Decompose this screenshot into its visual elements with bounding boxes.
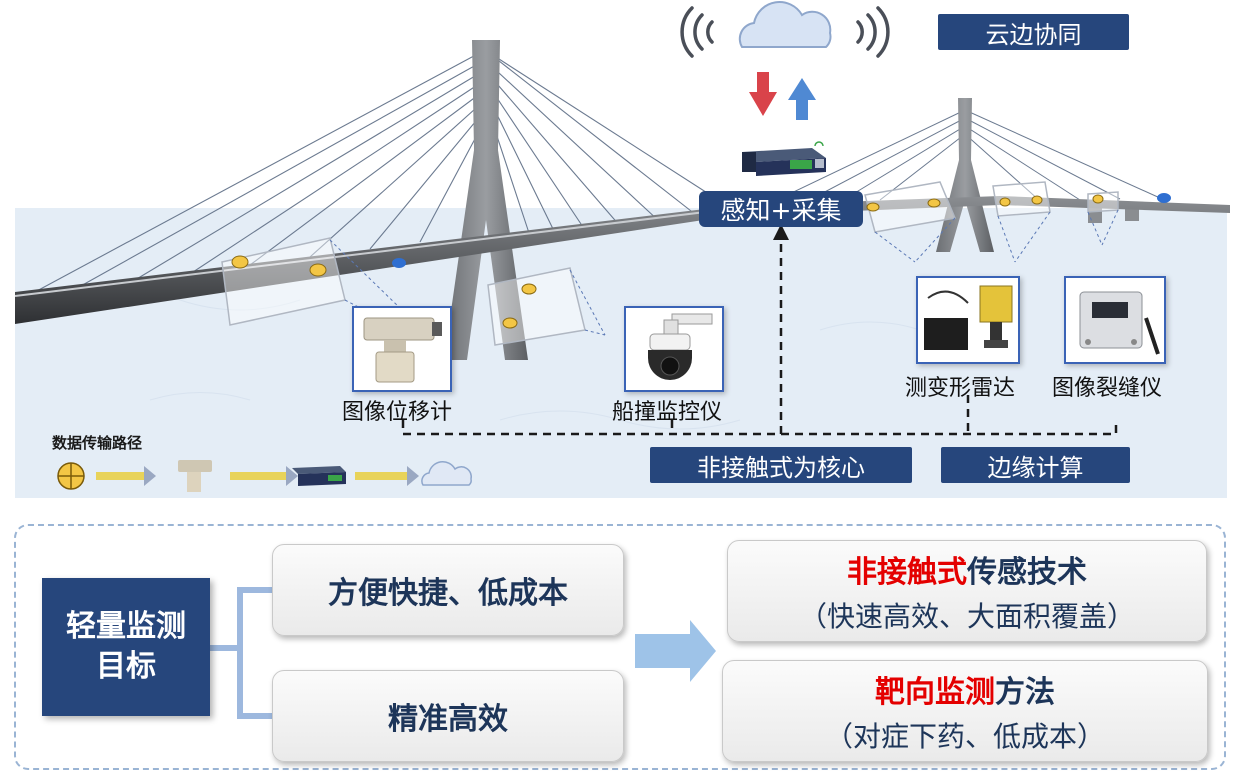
upload-arrowhead xyxy=(773,224,789,240)
goal-text: 轻量监测 目标 xyxy=(66,609,186,684)
device-box-crack xyxy=(1064,276,1166,364)
device-box-radar xyxy=(916,276,1020,364)
device-label-displacement: 图像位移计 xyxy=(342,400,453,425)
target-markers xyxy=(231,193,1171,329)
requirement-convenient-text: 方便快捷、低成本 xyxy=(328,576,568,611)
goal-box: 轻量监测 目标 xyxy=(42,578,210,716)
bridge-scene: 云边协同 感知+采集 非接触式为核心 边缘计算 图像位移计 船撞监控仪 xyxy=(14,1,1230,498)
crack-meter-icon xyxy=(1079,291,1160,355)
solution-non-contact-rest: 传感技术 xyxy=(967,555,1087,590)
device-label-ship-collision: 船撞监控仪 xyxy=(612,400,723,425)
dome-camera-icon xyxy=(648,313,713,380)
stay-cables-left xyxy=(19,49,741,301)
edge-gateway-icon xyxy=(742,141,826,176)
requirement-precise-text: 精准高效 xyxy=(388,702,508,737)
solution-targeted-highlight: 靶向监测 xyxy=(875,675,995,710)
device-label-crack: 图像裂缝仪 xyxy=(1052,376,1163,401)
requirement-convenient: 方便快捷、低成本 xyxy=(272,544,624,636)
requirement-precise: 精准高效 xyxy=(272,670,624,762)
legend-title: 数据传输路径 xyxy=(52,434,143,452)
device-box-ship-collision xyxy=(624,306,724,392)
solution-targeted-sub: （对症下药、低成本） xyxy=(824,720,1105,753)
legend-path xyxy=(57,460,472,492)
solution-non-contact-highlight: 非接触式 xyxy=(847,555,967,590)
displacement-camera-icon xyxy=(363,317,442,383)
sync-arrows-icon xyxy=(749,72,816,120)
legend-cloud-icon xyxy=(421,461,472,486)
solution-non-contact: 非接触式传感技术 （快速高效、大面积覆盖） xyxy=(727,540,1207,642)
data-transmission-lines xyxy=(401,238,1118,436)
left-pylon xyxy=(444,40,528,360)
deformation-radar-icon xyxy=(924,285,1013,350)
tag-edge-computing: 边缘计算 xyxy=(941,447,1130,483)
tag-sense-collect: 感知+采集 xyxy=(699,191,863,227)
cloud-icon xyxy=(738,1,832,48)
tag-non-contact-core: 非接触式为核心 xyxy=(650,447,912,483)
solution-non-contact-sub: （快速高效、大面积覆盖） xyxy=(798,600,1135,633)
legend-gateway-icon xyxy=(292,466,346,474)
device-box-displacement xyxy=(352,306,452,392)
right-pylon xyxy=(936,98,994,252)
solution-targeted-rest: 方法 xyxy=(995,675,1055,710)
solution-targeted: 靶向监测方法 （对症下药、低成本） xyxy=(722,660,1208,762)
tag-cloud-edge: 云边协同 xyxy=(938,14,1129,50)
bottom-panel xyxy=(14,524,1226,770)
wireless-signal-icon xyxy=(680,6,890,58)
device-label-radar: 测变形雷达 xyxy=(905,376,1016,401)
legend-camera-icon xyxy=(178,460,212,472)
